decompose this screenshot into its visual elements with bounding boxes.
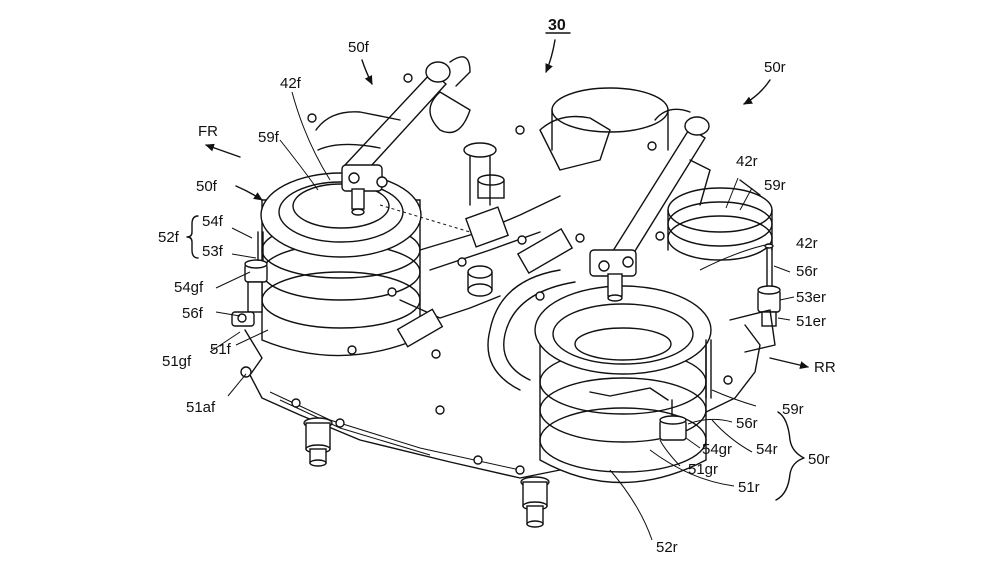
label-53er: 53er [796,289,826,306]
label-52r: 52r [656,539,678,556]
label-56r-a: 56r [796,263,818,280]
label-42r-b: 42r [796,235,818,252]
base-plate [244,324,761,479]
mount-post-center [520,476,550,528]
reference-labels: 30 50f 50r 42f FR 59f 50f 54f 52f 53f 54… [158,17,836,556]
label-50r-bot: 50r [808,451,830,468]
label-54r: 54r [756,441,778,458]
label-59r-a: 59r [764,177,786,194]
leader-lines [186,39,809,541]
sensor-rear [729,243,781,353]
label-51gf: 51gf [162,353,192,370]
brace-50r [775,411,805,501]
label-42r-a: 42r [736,153,758,170]
label-54gr: 54gr [702,441,732,458]
label-51af: 51af [186,399,216,416]
label-59r-b: 59r [782,401,804,418]
front-throttle-body [260,172,422,357]
label-51gr: 51gr [688,461,718,478]
ref-30: 30 [548,17,566,34]
label-RR: RR [814,359,836,376]
label-53f: 53f [202,243,224,260]
fuel-delivery-pipe-rear [589,108,710,302]
connecting-hose [487,269,561,391]
label-56r-b: 56r [736,415,758,432]
label-56f: 56f [182,305,204,322]
label-51r: 51r [738,479,760,496]
fuel-delivery-pipe-front [341,56,471,233]
label-51er: 51er [796,313,826,330]
label-50r-top: 50r [764,59,786,76]
rear-bank-upper [551,87,773,261]
central-linkage [396,142,585,348]
throttle-body-assembly [231,56,781,528]
label-50f-left: 50f [196,178,218,195]
label-59f: 59f [258,129,280,146]
brace-52f [186,215,199,259]
mount-post-front [303,417,333,467]
label-FR: FR [198,123,218,140]
label-51f: 51f [210,341,232,358]
top-bosses [307,73,733,415]
label-54f: 54f [202,213,224,230]
label-42f: 42f [280,75,302,92]
label-50f-top: 50f [348,39,370,56]
rear-throttle-body [534,285,712,484]
label-52f: 52f [158,229,180,246]
upper-tubes [315,111,401,151]
label-54gf: 54gf [174,279,204,296]
sensor-rear-lower [659,339,712,441]
sensor-front [231,231,268,327]
